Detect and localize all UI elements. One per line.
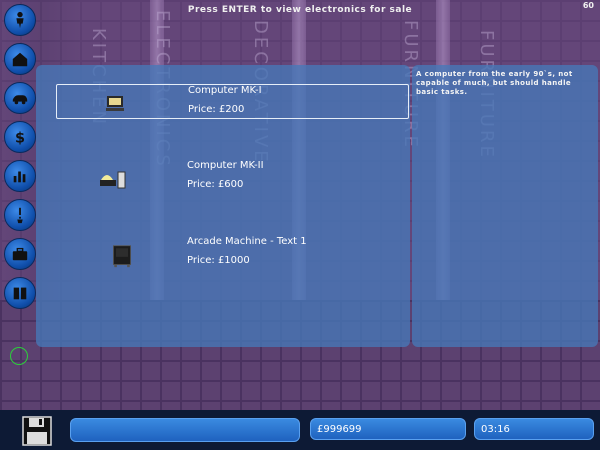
car-tool-button[interactable] xyxy=(4,82,36,114)
car-icon xyxy=(12,95,28,105)
house-tool-button[interactable] xyxy=(4,43,36,75)
item-price: Price: £200 xyxy=(188,104,245,115)
computer-mk1-icon xyxy=(106,96,124,111)
fps-counter: 60 xyxy=(582,1,594,10)
work-tool-button[interactable] xyxy=(4,238,36,270)
item-name: Arcade Machine - Text 1 xyxy=(187,236,307,247)
stats-tool-button[interactable] xyxy=(4,160,36,192)
finance-tool-button[interactable]: $ xyxy=(4,121,36,153)
item-name: Computer MK-I xyxy=(188,85,262,96)
shop-list-panel xyxy=(36,65,410,347)
instruction-banner: Press ENTER to view electronics for sale xyxy=(187,5,413,15)
bar-chart-icon xyxy=(13,171,26,183)
alert-person-icon xyxy=(17,207,23,224)
computer-mk2-icon xyxy=(100,171,126,189)
item-price: Price: £1000 xyxy=(187,255,250,266)
shop-icon xyxy=(13,287,27,300)
shop-tool-button[interactable] xyxy=(4,277,36,309)
shop-item-computer-mk2[interactable]: Computer MK-II Price: £600 xyxy=(56,160,407,193)
person-icon xyxy=(16,11,24,29)
arcade-machine-icon xyxy=(113,245,131,268)
dollar-icon: $ xyxy=(15,130,25,146)
svg-text:$: $ xyxy=(15,130,25,146)
item-name: Computer MK-II xyxy=(187,160,264,171)
placement-cursor[interactable] xyxy=(10,347,28,365)
person-tool-button[interactable] xyxy=(4,4,36,36)
house-icon xyxy=(12,52,28,67)
message-box xyxy=(70,418,300,442)
item-description: A computer from the early 90`s, not capa… xyxy=(416,70,573,96)
shop-item-arcade-machine[interactable]: Arcade Machine - Text 1 Price: £1000 xyxy=(56,236,407,269)
save-button[interactable] xyxy=(22,416,52,446)
clock-display: 03:16 xyxy=(474,418,594,440)
money-display: £999699 xyxy=(310,418,466,440)
briefcase-icon xyxy=(12,247,28,261)
description-panel xyxy=(412,65,598,347)
shop-item-computer-mk1[interactable]: Computer MK-I Price: £200 xyxy=(56,84,409,119)
item-price: Price: £600 xyxy=(187,179,244,190)
tool-sidebar: $ xyxy=(4,4,36,316)
alert-tool-button[interactable] xyxy=(4,199,36,231)
floppy-disk-icon xyxy=(22,416,52,446)
